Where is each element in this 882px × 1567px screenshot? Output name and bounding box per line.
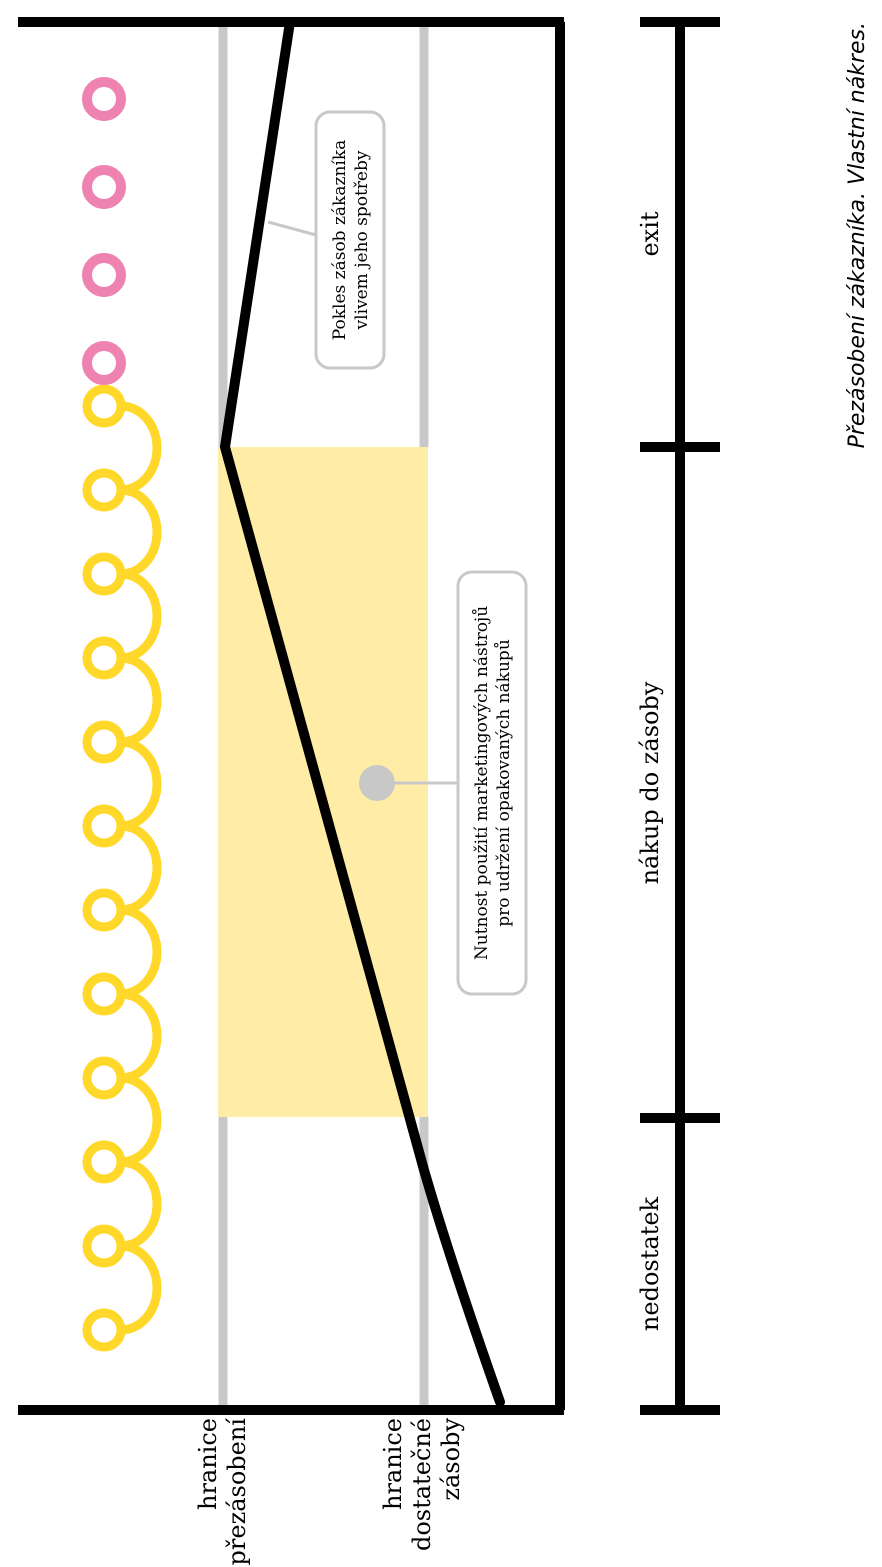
yellow-loop-icon — [82, 821, 162, 932]
sufficient-label-line-3: zásoby — [437, 1418, 465, 1501]
figure-caption: Přezásobení zákazníka. Vlastní nákres. — [845, 22, 870, 448]
inventory-level-line — [220, 17, 505, 1407]
yellow-loop-icon — [82, 384, 126, 428]
phase-axis — [640, 17, 720, 1415]
repeat-purchase-icons — [82, 384, 162, 1352]
marketing-callout-line-1: Nutnost použití marketingových nástrojů — [472, 606, 492, 960]
yellow-loop-icon — [82, 401, 162, 512]
yellow-loop-icon — [82, 989, 162, 1100]
yellow-loop-icon — [82, 653, 162, 764]
marketing-callout-line-2: pro udržení opakovaných nákupů — [494, 639, 514, 927]
overstock-label-line-1: hranice — [194, 1418, 222, 1510]
sufficient-threshold-label: hranice dostatečné zásoby — [379, 1418, 465, 1551]
yellow-loop-icon — [82, 569, 162, 680]
no-purchase-icons — [82, 77, 126, 385]
yellow-loop-icon — [82, 737, 162, 848]
marketing-callout: Nutnost použití marketingových nástrojů … — [359, 570, 528, 996]
phase-label-stockpiling: nákup do zásoby — [636, 681, 664, 884]
yellow-loop-icon — [82, 1073, 162, 1184]
overstock-threshold-label: hranice přezásobení — [194, 1418, 251, 1566]
decline-callout-line-1: Pokles zásob zákazníka — [330, 140, 350, 341]
phase-label-exit: exit — [636, 211, 664, 256]
pink-ring-icon — [82, 341, 126, 385]
phase-label-shortage: nedostatek — [636, 1196, 664, 1331]
decline-callout-line-2: vlivem jeho spotřeby — [352, 150, 372, 330]
pink-ring-icon — [82, 77, 126, 121]
pink-ring-icon — [82, 165, 126, 209]
decline-callout: Pokles zásob zákazníka vlivem jeho spotř… — [267, 110, 386, 370]
sufficient-label-line-1: hranice — [379, 1418, 407, 1510]
pink-ring-icon — [82, 253, 126, 297]
yellow-loop-icon — [82, 905, 162, 1016]
yellow-loop-icon — [82, 485, 162, 596]
yellow-loop-icon — [82, 1241, 162, 1352]
yellow-loop-icon — [82, 1157, 162, 1268]
sufficient-label-line-2: dostatečné — [408, 1418, 436, 1551]
overstock-label-line-2: přezásobení — [223, 1418, 251, 1566]
marker-dot — [359, 765, 395, 801]
